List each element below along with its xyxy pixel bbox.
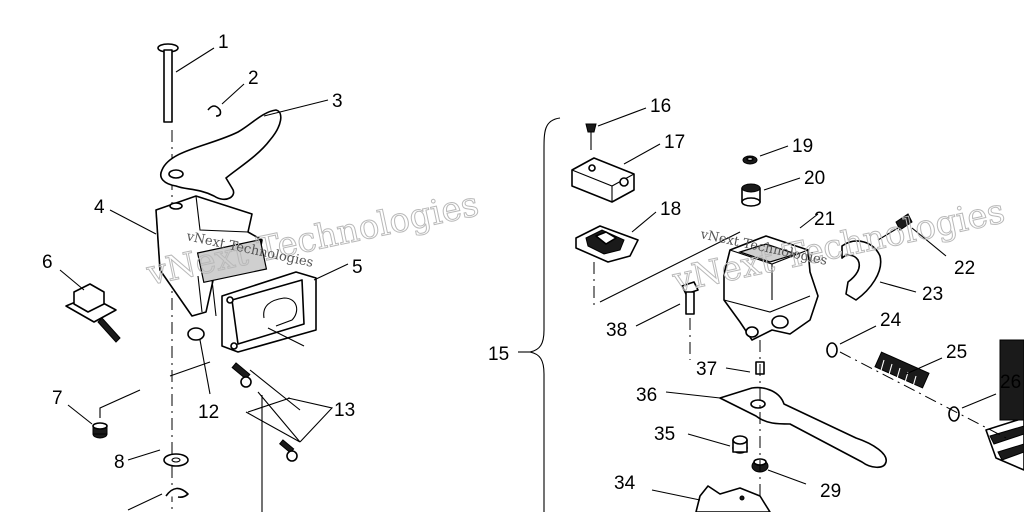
callout-37: 37 [696,359,717,380]
callout-17: 17 [664,132,685,153]
clip [207,105,222,117]
callout-21: 21 [814,209,835,230]
callout-24: 24 [880,310,902,331]
clamp-bolt [895,213,913,231]
callout-23: 23 [922,284,943,305]
pivot-bushing [732,435,748,454]
callout-19: 19 [792,136,813,157]
handlebar-clamp [841,240,882,301]
callout-13: 13 [334,400,355,421]
return-spring [874,351,930,391]
callout-6: 6 [42,252,53,273]
callout-7: 7 [52,388,63,409]
washer-12 [187,327,205,341]
callout-25: 25 [946,342,967,363]
washer-24 [826,342,838,358]
callout-22: 22 [954,258,975,279]
right-assembly [518,107,1024,512]
callout-labels: 1 2 3 4 5 6 7 8 12 13 15 16 17 18 19 20 … [42,32,1021,502]
callout-2: 2 [248,68,259,89]
callout-1: 1 [218,32,229,53]
nut-7 [92,422,108,439]
handlebar-grip [985,339,1024,471]
callout-29: 29 [820,481,841,502]
callout-4: 4 [94,197,105,218]
callout-34: 34 [614,473,636,494]
reservoir-cover [571,157,635,203]
callout-8: 8 [114,452,125,473]
callout-12: 12 [198,402,219,423]
brake-lever [719,386,887,469]
group-bracket [529,117,561,512]
kill-switch [65,283,121,343]
washer-8 [163,453,189,467]
pivot-bolt [157,43,179,123]
callout-35: 35 [654,424,675,445]
housing-cover [221,271,317,353]
diaphragm [575,225,639,263]
callout-36: 36 [636,385,657,406]
lever-bracket [695,485,771,512]
throttle-housing [155,195,268,317]
cap-screw [585,123,597,133]
callout-3: 3 [332,91,343,112]
throttle-lever [160,109,282,201]
callout-26: 26 [1000,372,1021,393]
callout-16: 16 [650,96,671,117]
pivot-bolt-38 [681,281,699,315]
callout-20: 20 [804,168,825,189]
callout-15: 15 [488,344,509,365]
master-cylinder [723,235,819,341]
callout-38: 38 [606,320,627,341]
washer-26 [948,406,960,422]
callout-18: 18 [660,199,681,220]
piston [741,183,761,207]
callout-5: 5 [352,257,363,278]
screws-13 [231,362,298,462]
left-assembly [59,43,349,512]
